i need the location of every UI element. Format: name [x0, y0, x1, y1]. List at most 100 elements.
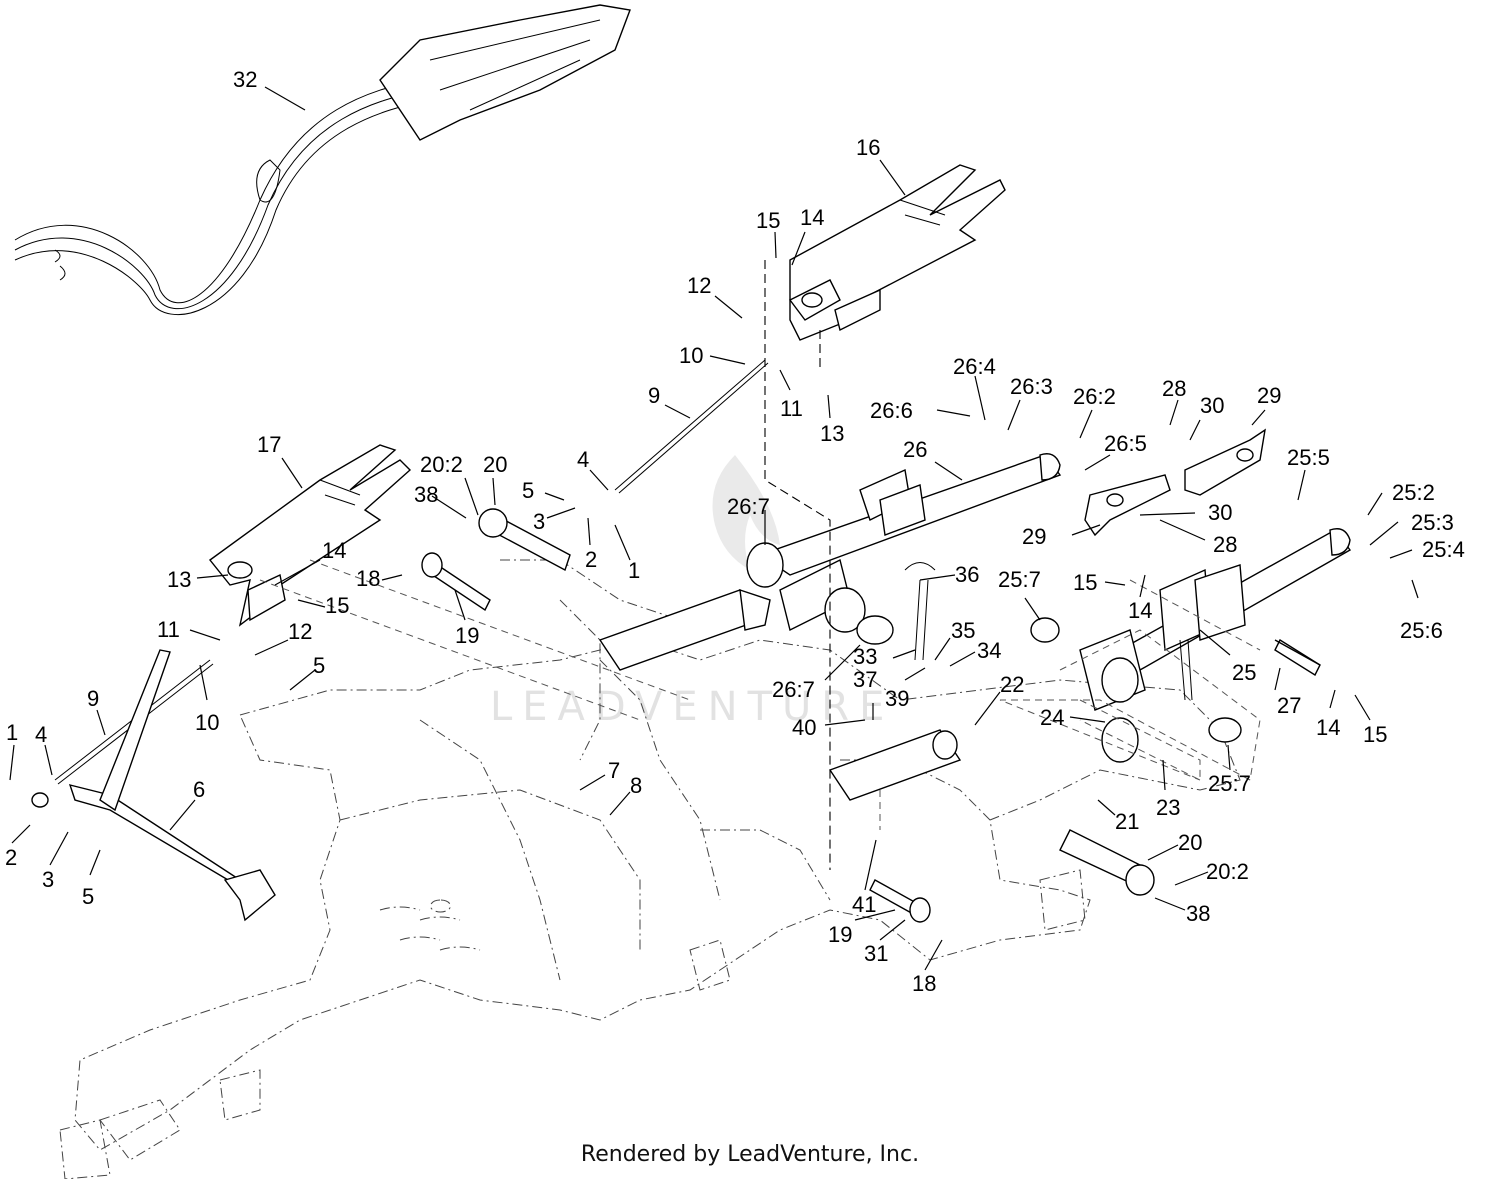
- callout-16: 16: [856, 135, 880, 160]
- callout-14-bottom: 14: [1316, 715, 1340, 740]
- callout-25-2: 25:2: [1392, 480, 1435, 505]
- callout-25-3: 25:3: [1411, 510, 1454, 535]
- callout-3: 3: [533, 509, 545, 534]
- callout-11: 11: [780, 396, 803, 421]
- callout-28-lower: 28: [1213, 532, 1237, 557]
- callout-1: 1: [628, 558, 640, 583]
- callout-4-lower: 4: [35, 722, 47, 747]
- assembly-centerlines: [259, 260, 1261, 870]
- control-rod-9-upper: [614, 359, 769, 494]
- callout-14: 14: [800, 205, 824, 230]
- callout-25-7-upper: 25:7: [998, 567, 1041, 592]
- hydraulic-hose-assembly: [14, 4, 631, 315]
- callout-33: 33: [853, 644, 877, 669]
- callout-25-7-lower: 25:7: [1208, 771, 1251, 796]
- lever-assembly-6: [31, 649, 276, 922]
- callout-3-lower: 3: [42, 867, 54, 892]
- callout-32: 32: [233, 67, 257, 92]
- pivot-sleeve-20-lower: [1059, 829, 1155, 896]
- callout-5: 5: [522, 478, 534, 503]
- callout-8: 8: [630, 773, 642, 798]
- watermark-text: LEADVENTURE: [490, 684, 894, 730]
- callout-19: 19: [455, 623, 479, 648]
- callout-25: 25: [1232, 660, 1256, 685]
- callout-30: 30: [1200, 393, 1224, 418]
- callout-25-4: 25:4: [1422, 537, 1465, 562]
- callout-25-6: 25:6: [1400, 618, 1443, 643]
- callout-10-lower: 10: [195, 710, 219, 735]
- chain-assembly: [904, 562, 936, 661]
- pivot-tube-25: [1030, 528, 1352, 743]
- callout-34: 34: [977, 638, 1001, 663]
- callout-2: 2: [585, 547, 597, 572]
- callout-26-2: 26:2: [1073, 384, 1116, 409]
- callout-15-bottom: 15: [1363, 722, 1387, 747]
- callout-29-lower: 29: [1022, 524, 1046, 549]
- callout-19-lower: 19: [828, 922, 852, 947]
- callout-36: 36: [955, 562, 979, 587]
- callout-23: 23: [1156, 795, 1180, 820]
- callout-20-2: 20:2: [420, 452, 463, 477]
- callout-26-3: 26:3: [1010, 374, 1053, 399]
- callout-4: 4: [577, 447, 589, 472]
- pivot-tube-26: [746, 453, 1062, 645]
- callout-38: 38: [414, 482, 438, 507]
- callout-1-lower: 1: [6, 720, 18, 745]
- callout-14-right: 14: [1128, 598, 1152, 623]
- callout-35: 35: [951, 618, 975, 643]
- lift-cylinder-right: [828, 729, 962, 801]
- rendered-by-footer: Rendered by LeadVenture, Inc.: [580, 1142, 920, 1167]
- callout-26: 26: [903, 437, 927, 462]
- lift-arm-16: [788, 164, 1006, 341]
- callout-20-2-lower: 20:2: [1206, 859, 1249, 884]
- callout-5-mid: 5: [313, 653, 325, 678]
- pin-19-upper: [421, 552, 491, 612]
- callout-13: 13: [820, 421, 844, 446]
- pin-19-lower: [869, 879, 931, 923]
- callout-28: 28: [1162, 376, 1186, 401]
- callout-11-lower: 11: [157, 617, 180, 642]
- callout-9: 9: [648, 383, 660, 408]
- callout-leaders: [9, 86, 1419, 971]
- callout-37: 37: [853, 667, 877, 692]
- callout-15: 15: [756, 208, 780, 233]
- callout-17: 17: [257, 432, 281, 457]
- link-29-left: [1084, 474, 1171, 537]
- callout-24: 24: [1040, 705, 1064, 730]
- callout-39: 39: [885, 686, 909, 711]
- watermark-logo: LEADVENTURE: [490, 455, 894, 730]
- callout-12: 12: [687, 273, 711, 298]
- callout-2-lower: 2: [5, 845, 17, 870]
- callout-27: 27: [1277, 693, 1301, 718]
- callout-15-lower: 15: [325, 593, 349, 618]
- callout-7: 7: [608, 758, 620, 783]
- pivot-sleeve-20-upper: [478, 508, 571, 572]
- callout-10: 10: [679, 343, 703, 368]
- callout-41: 41: [852, 892, 876, 917]
- callout-12-lower: 12: [288, 619, 312, 644]
- callout-25-5: 25:5: [1287, 445, 1330, 470]
- callout-5-lower: 5: [82, 884, 94, 909]
- callout-6: 6: [193, 777, 205, 802]
- lift-cylinder-left: [598, 588, 771, 671]
- callout-labels: 32 16 15 14 12 10 11 13 9 26:4 26:3 26:6…: [5, 67, 1465, 996]
- pin-27: [1274, 639, 1321, 666]
- callout-18-lower: 18: [912, 971, 936, 996]
- callout-38-lower: 38: [1186, 901, 1210, 926]
- callout-26-4: 26:4: [953, 354, 996, 379]
- callout-40: 40: [792, 715, 816, 740]
- link-29-right: [1184, 428, 1266, 496]
- callout-29: 29: [1257, 383, 1281, 408]
- chain-assembly-25: [1179, 639, 1193, 701]
- callout-26-6: 26:6: [870, 398, 913, 423]
- callout-20: 20: [483, 452, 507, 477]
- callout-13-lower: 13: [167, 567, 191, 592]
- callout-26-7-upper: 26:7: [727, 494, 770, 519]
- callout-9-lower: 9: [87, 686, 99, 711]
- callout-26-5: 26:5: [1104, 431, 1147, 456]
- callout-20-lower: 20: [1178, 830, 1202, 855]
- callout-30-lower: 30: [1208, 500, 1232, 525]
- callout-15-right: 15: [1073, 570, 1097, 595]
- chassis-frame: [59, 559, 1241, 1179]
